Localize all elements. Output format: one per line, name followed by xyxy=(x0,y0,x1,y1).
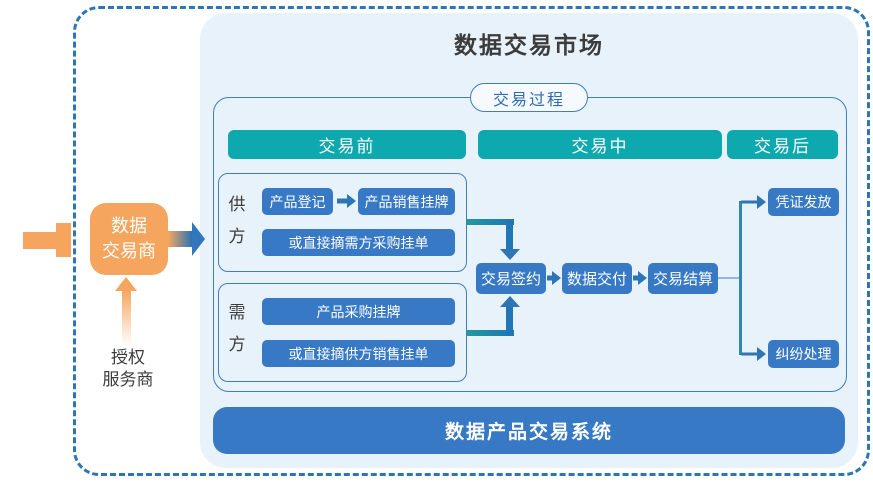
phase-bar-in-trade: 交易中 xyxy=(478,130,722,159)
up-gradient-arrow-icon xyxy=(115,277,137,291)
supplier-connector-line xyxy=(506,219,513,250)
process-label-pill: 交易过程 xyxy=(470,83,588,112)
demander-group xyxy=(218,283,467,382)
gradient-arrow-icon xyxy=(168,231,192,247)
certificate-issue-box: 凭证发放 xyxy=(768,188,839,216)
right-arrow-icon xyxy=(633,271,647,285)
product-sale-listing-box: 产品销售挂牌 xyxy=(358,188,455,215)
data-delivery-box: 数据交付 xyxy=(562,263,632,294)
right-arrow-icon xyxy=(547,271,561,285)
demander-alt-box: 或直接摘供方销售挂单 xyxy=(262,340,455,367)
purchase-listing-box: 产品采购挂牌 xyxy=(262,298,455,325)
supplier-group xyxy=(218,173,467,272)
gradient-arrow-icon xyxy=(192,222,205,256)
outcome-bracket-line xyxy=(739,201,742,355)
settlement-stub-line xyxy=(718,277,740,279)
phase-bar-pre-trade: 交易前 xyxy=(228,130,466,159)
up-arrow-icon xyxy=(500,296,520,307)
demander-role-label: 需 方 xyxy=(228,303,246,355)
supplier-connector-line xyxy=(467,219,514,225)
supplier-alt-box: 或直接摘需方采购挂单 xyxy=(262,229,455,256)
demander-connector-line xyxy=(467,330,514,336)
authorized-provider-label: 授权 服务商 xyxy=(102,348,154,390)
system-bar: 数据产品交易系统 xyxy=(213,407,845,454)
orange-block-arrow-icon xyxy=(23,232,56,249)
right-arrow-icon xyxy=(337,194,356,208)
dashed-border-frame xyxy=(73,6,870,476)
market-title: 数据交易市场 xyxy=(454,32,604,58)
demander-connector-line xyxy=(506,306,513,336)
settlement-box: 交易结算 xyxy=(648,263,718,294)
product-register-box: 产品登记 xyxy=(262,188,333,215)
dispute-handling-box: 纠纷处理 xyxy=(768,340,839,368)
phase-bar-post-trade: 交易后 xyxy=(727,130,838,159)
sign-contract-box: 交易签约 xyxy=(476,263,546,294)
right-arrow-icon xyxy=(741,195,766,209)
orange-block-arrow-icon xyxy=(56,223,71,257)
up-gradient-arrow-icon xyxy=(122,290,131,346)
right-arrow-icon xyxy=(741,347,766,361)
down-arrow-icon xyxy=(500,249,520,260)
supplier-role-label: 供 方 xyxy=(228,195,246,247)
data-trader-box: 数据 交易商 xyxy=(90,203,168,275)
